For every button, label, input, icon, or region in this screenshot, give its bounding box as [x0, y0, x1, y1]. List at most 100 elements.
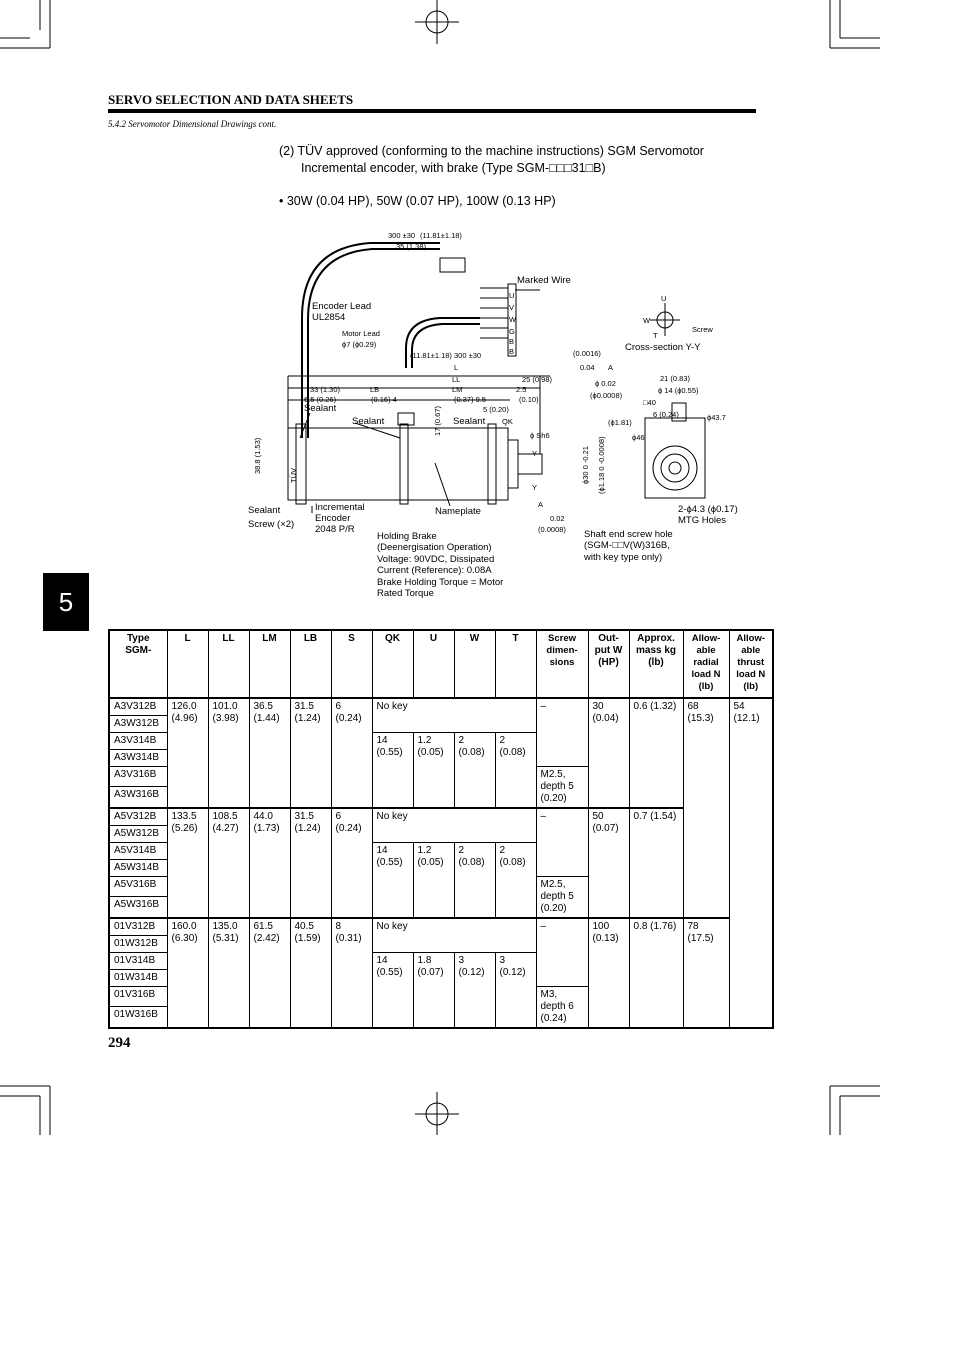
running-header-subtitle: 5.4.2 Servomotor Dimensional Drawings co…: [108, 119, 277, 129]
section-y-top: Y: [532, 449, 537, 458]
table-row: A5V316B M2.5, depth 5 (0.20): [108, 875, 773, 919]
t-cell: 3 (0.12): [494, 952, 537, 1029]
dim-40: □40: [643, 398, 656, 407]
screw-cell: M3, depth 6 (0.24): [535, 986, 589, 1029]
screw-label: Screw: [692, 325, 713, 334]
sealant-label-4: Sealant: [248, 505, 281, 516]
dim-sh6: ϕ Sh6: [530, 431, 550, 440]
dim-phi30: ϕ30 0 -0.21: [581, 446, 590, 484]
dim-388: 38.8 (1.53): [253, 437, 262, 474]
table-row: 01V316B M3, depth 6 (0.24): [108, 985, 773, 1029]
tol-0016: (0.0016): [573, 349, 601, 358]
screw-cell: M2.5, depth 5 (0.20): [535, 766, 589, 809]
dim-25b: 2.5: [516, 385, 526, 394]
u-cell: 1.2 (0.05): [412, 732, 455, 809]
dim-181: (ϕ1.81): [608, 418, 632, 427]
type-cell: A3V314B: [108, 732, 168, 750]
type-cell: A3V316B: [108, 765, 168, 788]
output-cell: 30 (0.04): [587, 697, 630, 809]
brake-1: Holding Brake: [377, 531, 437, 542]
sealant-label-3: Sealant: [453, 416, 486, 427]
col-type: Type SGM-: [108, 629, 168, 699]
lm-cell: 61.5 (2.42): [248, 917, 291, 1029]
t-cell: 2 (0.08): [494, 732, 537, 809]
screw-cell: M2.5, depth 5 (0.20): [535, 876, 589, 919]
section-w: W: [643, 316, 651, 325]
screw-dash-cell: –: [535, 697, 589, 767]
screw-dash-cell: –: [535, 917, 589, 987]
dim-lm: LM: [452, 385, 462, 394]
lb-cell: 31.5 (1.24): [289, 697, 332, 809]
section-heading-line1: (2) TÜV approved (conforming to the mach…: [279, 144, 704, 158]
dim-4: (0.16) 4: [371, 395, 397, 404]
dim-6: 6 (0.24): [653, 410, 679, 419]
type-cell: 01W314B: [108, 969, 168, 987]
incremental-label: Incremental: [315, 502, 365, 513]
dim-17: 17 (0.67): [433, 405, 442, 436]
shaft-screw-1: Shaft end screw hole: [584, 529, 673, 540]
t-cell: 2 (0.08): [494, 842, 537, 919]
table-header-row: Type SGM- L LL LM LB S QK U W T Screw di…: [108, 629, 774, 699]
encoder-label: Encoder: [315, 513, 350, 524]
sealant-screw-label: Screw (×2): [248, 519, 294, 530]
w-cell: 2 (0.08): [453, 732, 496, 809]
col-qk: QK: [371, 629, 414, 699]
ll-cell: 101.0 (3.98): [207, 697, 250, 809]
qk-cell: 14 (0.55): [371, 842, 414, 919]
table-row: A5V312B 133.5 (5.26) 108.5 (4.27) 44.0 (…: [108, 807, 773, 919]
dim-14: ϕ 14 (ϕ0.55): [658, 386, 699, 395]
type-cell: A3W316B: [108, 786, 168, 809]
runout-in: (0.0008): [538, 525, 566, 534]
w-cell: 2 (0.08): [453, 842, 496, 919]
power-rating-bullet: • 30W (0.04 HP), 50W (0.07 HP), 100W (0.…: [279, 194, 556, 208]
runout-value: 0.02: [550, 514, 565, 523]
s-cell: 6 (0.24): [330, 807, 373, 919]
mass-cell: 0.8 (1.76): [628, 917, 684, 1029]
table-row: 01V314B 14 (0.55) 1.8 (0.07) 3 (0.12) 3 …: [108, 952, 773, 1029]
screw-dash-cell: –: [535, 807, 589, 877]
w-cell: 3 (0.12): [453, 952, 496, 1029]
section-heading: (2) TÜV approved (conforming to the mach…: [279, 143, 704, 177]
nokey-cell: No key: [371, 807, 537, 843]
col-t: T: [494, 629, 537, 699]
radial-cell: 78 (17.5): [682, 917, 730, 1029]
table-row: A3W312B: [108, 715, 773, 733]
brake-6: Rated Torque: [377, 588, 434, 599]
qk-cell: 14 (0.55): [371, 732, 414, 809]
tol-004: 0.04: [580, 363, 595, 372]
chapter-tab: 5: [43, 573, 89, 631]
shaft-screw-3: with key type only): [583, 552, 662, 563]
wire-label-v: V: [509, 303, 514, 312]
shaft-screw-2: (SGM-□□V(W)316B,: [584, 540, 670, 551]
dim-phi118: (ϕ1.18 0 -0.0008): [597, 436, 606, 494]
dim-ll: LL: [452, 375, 460, 384]
ll-cell: 108.5 (4.27): [207, 807, 250, 919]
motor-lead-label: Motor Lead: [342, 329, 380, 338]
ll-cell: 135.0 (5.31): [207, 917, 250, 1029]
col-s: S: [330, 629, 373, 699]
table-row: 01W316B: [108, 1006, 773, 1029]
spec-table: Type SGM- L LL LM LB S QK U W T Screw di…: [108, 629, 774, 1029]
wire-label-u: U: [509, 291, 514, 300]
dim-300-top: 300 ±30: [388, 231, 415, 240]
datum-a: A: [608, 363, 613, 372]
col-u: U: [412, 629, 455, 699]
mtg-holes-1: 2-ϕ4.3 (ϕ0.17): [678, 504, 738, 515]
l-cell: 160.0 (6.30): [166, 917, 209, 1029]
mtg-holes-2: MTG Holes: [678, 515, 726, 526]
lm-cell: 44.0 (1.73): [248, 807, 291, 919]
dim-300-top-in: (11.81±1.18): [420, 231, 462, 240]
page-number: 294: [108, 1035, 131, 1051]
dim-95: (0.37) 9.5: [454, 395, 486, 404]
l-cell: 133.5 (5.26): [166, 807, 209, 919]
type-cell: 01W312B: [108, 935, 168, 953]
cross-section-label: Cross-section Y-Y: [625, 342, 701, 353]
thrust-cell: 54 (12.1): [728, 697, 774, 1029]
tuv-mark: TÜV: [289, 468, 298, 483]
u-cell: 1.8 (0.07): [412, 952, 455, 1029]
nokey-cell: No key: [371, 697, 537, 733]
type-cell: A3W314B: [108, 749, 168, 767]
dim-21: 21 (0.83): [660, 374, 691, 383]
col-thrust: Allow- able thrust load N (lb): [728, 629, 774, 699]
type-cell: A5V314B: [108, 842, 168, 860]
